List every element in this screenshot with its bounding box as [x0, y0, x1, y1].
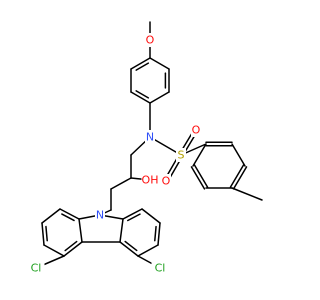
bond-double-outer: [130, 57, 151, 70]
bond-single: [41, 208, 61, 224]
bond-single: [110, 177, 132, 190]
bond-double-inner: [61, 213, 75, 222]
bond-double-outer: [63, 241, 83, 257]
bond-double-a: [229, 164, 245, 188]
bond-single: [141, 208, 161, 224]
atom-n-carbazole: N: [96, 209, 104, 222]
bond-double-a: [193, 164, 209, 188]
atom-o-sulfonyl-bottom: O: [162, 175, 171, 188]
atom-o-methoxy: O: [146, 34, 155, 47]
atom-label-background: [191, 123, 201, 137]
atom-o-sulfonyl-top: O: [192, 124, 201, 137]
bond-single: [43, 244, 65, 257]
bond-double-outer: [122, 208, 143, 220]
bond-double-b: [190, 166, 206, 190]
atom-label-background: [145, 130, 155, 144]
bond-double-outer: [130, 91, 151, 104]
bond-single: [231, 143, 246, 167]
bond-double-outer: [119, 241, 139, 257]
atom-label-background: [27, 261, 45, 275]
bond-double-inner: [45, 225, 48, 242]
bond-double-b: [232, 166, 248, 190]
bond-single: [192, 143, 207, 167]
bond-double-inner: [124, 240, 138, 252]
bond-double-inner: [154, 225, 157, 242]
atom-s-sulfonyl: S: [178, 149, 185, 162]
bond-double-inner: [127, 213, 141, 222]
atom-label-background: [151, 261, 169, 275]
atom-n-sulfonamide: N: [146, 131, 154, 144]
bond-double-outer: [157, 222, 161, 246]
bond-single: [78, 218, 83, 243]
atom-oh-hydroxyl: OH: [142, 174, 159, 187]
bond-single: [119, 218, 124, 243]
atom-label-background: [145, 33, 155, 47]
bond-single: [149, 91, 170, 104]
bond-lines: [35, 21, 263, 269]
bond-double-inner: [64, 240, 78, 252]
bond-double-outer: [41, 222, 45, 246]
atom-cl-right: Cl: [155, 262, 166, 275]
atom-label-background: [176, 148, 186, 162]
atom-label-background: [141, 173, 159, 187]
bond-double-outer: [59, 208, 80, 220]
atom-label-background: [161, 174, 171, 188]
atom-label-background: [95, 208, 105, 222]
bond-double-inner: [135, 62, 150, 71]
bond-single: [149, 57, 170, 70]
atom-cl-left: Cl: [31, 262, 42, 275]
bond-single: [231, 187, 263, 201]
bond-single: [137, 244, 159, 257]
bond-double-inner: [135, 90, 150, 99]
bond-single: [149, 136, 182, 156]
